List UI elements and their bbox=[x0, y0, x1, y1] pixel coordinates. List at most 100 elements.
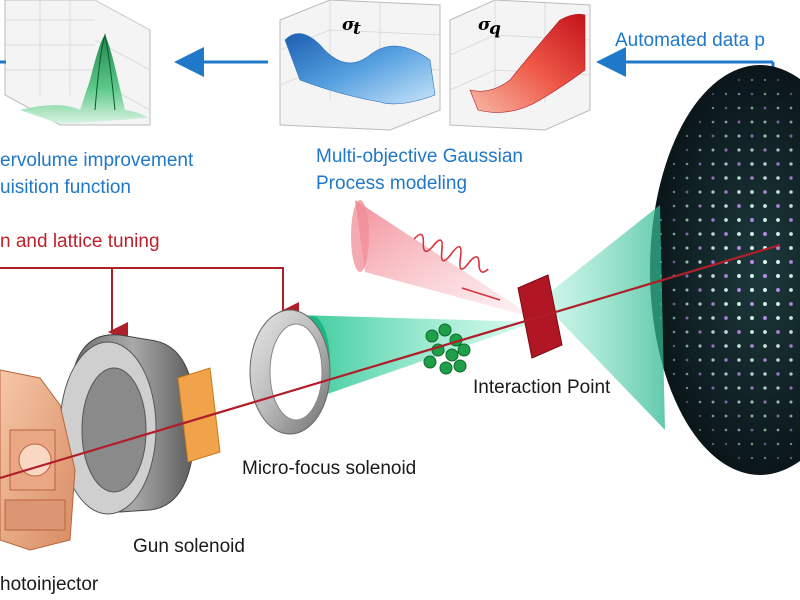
diffraction-spot bbox=[672, 316, 676, 320]
diffraction-spot bbox=[724, 92, 728, 96]
diffraction-spot bbox=[711, 316, 715, 320]
diffraction-spot bbox=[750, 204, 754, 208]
diffraction-spot bbox=[737, 176, 741, 180]
diffraction-spot bbox=[737, 302, 741, 306]
diffraction-spot bbox=[737, 232, 741, 236]
diffraction-spot bbox=[672, 372, 676, 376]
diffraction-spot bbox=[763, 232, 767, 236]
diffraction-spot bbox=[763, 330, 767, 334]
diffraction-spot bbox=[737, 400, 741, 404]
diffraction-spot bbox=[737, 428, 741, 432]
diffraction-spot bbox=[711, 260, 715, 264]
diffraction-spot bbox=[789, 106, 793, 110]
diffraction-spot bbox=[763, 316, 767, 320]
diffraction-spot bbox=[672, 190, 676, 194]
diffraction-spot bbox=[750, 316, 754, 320]
diffraction-spot bbox=[737, 78, 741, 82]
aperture-plate bbox=[177, 367, 221, 463]
interaction-point-label: Interaction Point bbox=[473, 377, 611, 398]
diffraction-spot bbox=[776, 330, 780, 334]
diffraction-spot bbox=[698, 316, 702, 320]
diffraction-spot bbox=[685, 190, 689, 194]
automated-data-label: Automated data p bbox=[615, 30, 765, 51]
diffraction-spot bbox=[698, 386, 702, 390]
diffraction-spot bbox=[711, 330, 715, 334]
diffraction-pattern bbox=[659, 78, 793, 460]
diffraction-spot bbox=[724, 442, 728, 446]
diffraction-spot bbox=[750, 456, 754, 460]
sigma-t-plot: σ t bbox=[279, 0, 441, 131]
diffraction-spot bbox=[776, 218, 780, 222]
diffraction-spot bbox=[685, 302, 689, 306]
diffraction-spot bbox=[698, 260, 702, 264]
diffraction-spot bbox=[737, 106, 741, 110]
sigma-t-subscript: t bbox=[353, 19, 361, 39]
diffraction-spot bbox=[737, 456, 741, 460]
diffraction-spot bbox=[724, 428, 728, 432]
diffraction-spot bbox=[724, 344, 728, 348]
diffraction-spot bbox=[724, 414, 728, 418]
diffraction-spot bbox=[763, 428, 767, 432]
diffraction-spot bbox=[776, 92, 780, 96]
diffraction-spot bbox=[737, 148, 741, 152]
diffraction-spot bbox=[685, 260, 689, 264]
diffraction-spot bbox=[750, 106, 754, 110]
diffraction-spot bbox=[789, 344, 793, 348]
diffraction-spot bbox=[711, 386, 715, 390]
diffraction-spot bbox=[724, 330, 728, 334]
diffraction-spot bbox=[685, 400, 689, 404]
diffraction-spot bbox=[776, 442, 780, 446]
diffraction-spot bbox=[737, 92, 741, 96]
diffraction-spot bbox=[763, 372, 767, 376]
diffraction-spot bbox=[737, 134, 741, 138]
diffraction-spot bbox=[711, 148, 715, 152]
gp-label-line2: Process modeling bbox=[316, 173, 468, 194]
diffraction-spot bbox=[750, 302, 754, 306]
diffraction-spot bbox=[685, 246, 689, 250]
diffraction-spot bbox=[750, 120, 754, 124]
diffraction-spot bbox=[698, 190, 702, 194]
diffraction-spot bbox=[763, 204, 767, 208]
photoinjector-label: hotoinjector bbox=[0, 574, 99, 595]
diffraction-spot bbox=[776, 120, 780, 124]
diffraction-spot bbox=[737, 260, 741, 264]
diffraction-spot bbox=[750, 386, 754, 390]
diffraction-spot bbox=[698, 344, 702, 348]
diffraction-spot bbox=[750, 176, 754, 180]
diffraction-spot bbox=[737, 344, 741, 348]
diffraction-spot bbox=[672, 218, 676, 222]
diffraction-spot bbox=[789, 316, 793, 320]
diffraction-spot bbox=[789, 134, 793, 138]
diffraction-spot bbox=[776, 288, 780, 292]
diffraction-spot bbox=[698, 358, 702, 362]
photoinjector bbox=[0, 369, 76, 551]
diffraction-spot bbox=[789, 190, 793, 194]
diffraction-spot bbox=[685, 372, 689, 376]
diffraction-spot bbox=[724, 302, 728, 306]
diffraction-spot bbox=[763, 414, 767, 418]
diffraction-spot bbox=[789, 218, 793, 222]
diffraction-spot bbox=[711, 162, 715, 166]
diffraction-spot bbox=[776, 316, 780, 320]
detector-screen bbox=[650, 65, 800, 475]
diffraction-spot bbox=[750, 414, 754, 418]
laser-pulse-arrow bbox=[461, 287, 501, 301]
diffraction-spot bbox=[763, 302, 767, 306]
diffraction-spot bbox=[737, 190, 741, 194]
diffraction-spot bbox=[698, 148, 702, 152]
gun-solenoid-label: Gun solenoid bbox=[133, 536, 245, 557]
diffraction-spot bbox=[672, 232, 676, 236]
diffraction-spot bbox=[685, 330, 689, 334]
diffraction-spot bbox=[737, 274, 741, 278]
diffraction-spot bbox=[685, 386, 689, 390]
diffraction-spot bbox=[698, 162, 702, 166]
diffraction-spot bbox=[724, 162, 728, 166]
diffraction-spot bbox=[750, 218, 754, 222]
diffraction-spot bbox=[789, 120, 793, 124]
beam-axis bbox=[0, 243, 781, 480]
diffraction-spot bbox=[789, 358, 793, 362]
diffraction-spot bbox=[789, 302, 793, 306]
laser-cone-base bbox=[351, 200, 369, 272]
diffraction-spot bbox=[776, 414, 780, 418]
